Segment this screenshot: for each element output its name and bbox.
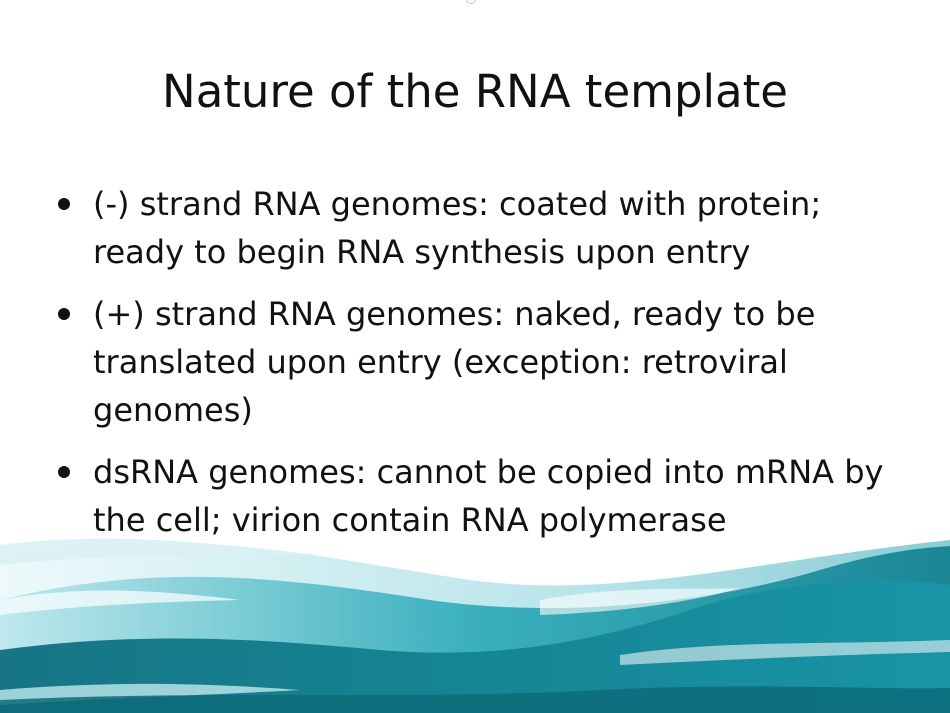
slide-title: Nature of the RNA template (162, 65, 788, 118)
bullet-dot-icon (58, 308, 70, 320)
bullet-item: (+) strand RNA genomes: naked, ready to … (58, 290, 908, 434)
bullet-dot-icon (58, 198, 70, 210)
bullet-item: dsRNA genomes: cannot be copied into mRN… (58, 448, 908, 544)
bullet-list: (-) strand RNA genomes: coated with prot… (58, 180, 908, 558)
bullet-text: dsRNA genomes: cannot be copied into mRN… (93, 453, 884, 539)
bullet-text: (+) strand RNA genomes: naked, ready to … (93, 295, 816, 429)
bullet-dot-icon (58, 466, 70, 478)
bullet-text: (-) strand RNA genomes: coated with prot… (93, 185, 822, 271)
bullet-item: (-) strand RNA genomes: coated with prot… (58, 180, 908, 276)
